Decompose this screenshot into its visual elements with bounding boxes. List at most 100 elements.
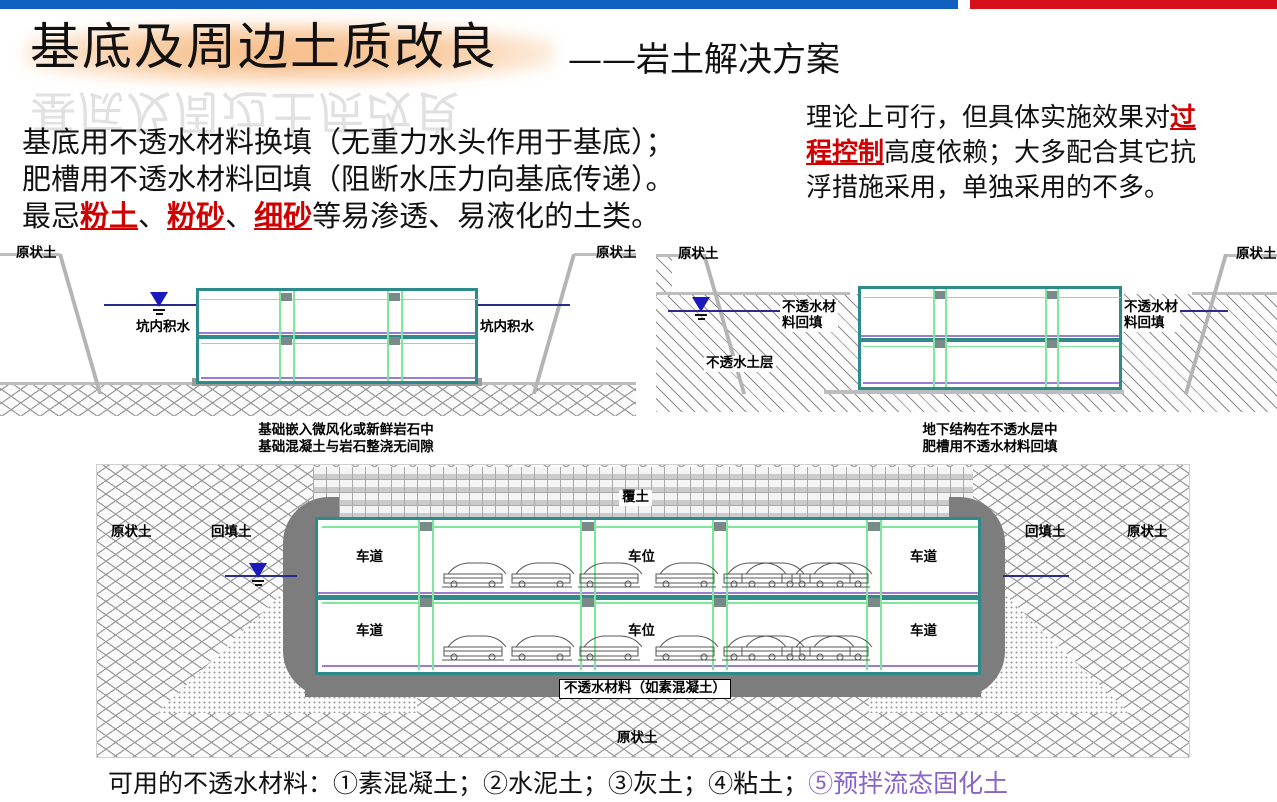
highlight-guo: 过	[1170, 103, 1197, 133]
body-text-left: 基底用不透水材料换填（无重力水头作用于基底）； 肥槽用不透水材料回填（阻断水压力…	[22, 124, 675, 235]
underground-structure-left	[196, 288, 479, 384]
top-bar-red-segment	[970, 0, 1277, 9]
structure-inner-line-mid	[201, 343, 475, 345]
footer-item-3: ③灰土；	[608, 769, 709, 798]
garage-column-cap-6	[582, 598, 594, 607]
body-right-line-2: 程控制高度依赖；大多配合其它抗	[806, 136, 1196, 171]
label-upper-lane-left: 车道	[356, 549, 383, 565]
label-native-soil-bottom: 原状土	[617, 730, 658, 746]
label-backfill-right-line-2: 料回填	[1124, 314, 1165, 331]
label-backfill-right: 回填土	[1025, 524, 1066, 540]
figure-right-impermeable-layer: 原状土 原状土 不透水材 料回填 不透水材 料回填 不透水土层	[656, 242, 1277, 412]
body-left-line-1: 基底用不透水材料换填（无重力水头作用于基底）；	[22, 125, 675, 159]
structure-mid-slab-purple	[861, 335, 1119, 338]
structure-column-line-1	[933, 289, 935, 387]
water-table-triangle-icon	[150, 292, 168, 307]
structure-column-cap-3	[281, 337, 292, 345]
figure-right-caption-line-1: 地下结构在不透水层中	[922, 422, 1058, 438]
figure-right-caption: 地下结构在不透水层中 肥槽用不透水材料回填	[800, 422, 1180, 457]
ground-line-left	[656, 292, 850, 295]
label-backfill-right: 不透水材 料回填	[1122, 299, 1180, 332]
figure-left-caption-line-2: 基础混凝土与岩石整浇无间隙	[258, 439, 434, 456]
label-native-soil-right: 原状土	[596, 245, 637, 261]
structure-column-cap-4	[1047, 340, 1057, 348]
garage-structure: 车道 车位 车道 车道 车位 车道	[315, 517, 981, 675]
garage-column-line-1a	[418, 520, 420, 670]
label-native-soil-right: 原状土	[1236, 246, 1277, 262]
garage-column-cap-2	[582, 522, 594, 531]
structure-column-line-2	[945, 289, 947, 387]
body-right-line1-prefix: 理论上可行，但具体实施效果对	[806, 103, 1171, 133]
water-table-symbol-left	[150, 292, 168, 315]
label-pit-water-right: 坑内积水	[478, 319, 536, 336]
label-upper-stall: 车位	[628, 549, 655, 565]
garage-column-cap-7	[714, 598, 726, 607]
structure-column-line-4	[1057, 289, 1059, 387]
structure-column-cap-1	[935, 291, 945, 299]
garage-mid-slab	[318, 595, 978, 600]
garage-column-line-3a	[712, 520, 714, 670]
figure-right-caption-line-2: 肥槽用不透水材料回填	[922, 439, 1058, 456]
structure-column-cap-1	[281, 293, 292, 301]
excavation-slope-left	[58, 254, 103, 394]
garage-column-line-1b	[432, 520, 434, 670]
label-backfill-left-line-2: 料回填	[782, 314, 823, 331]
impermeable-soil-hatch-edge	[656, 256, 672, 296]
structure-column-line-1	[279, 291, 281, 381]
structure-column-line-3	[1045, 289, 1047, 387]
underground-structure-right	[858, 286, 1122, 390]
label-native-soil-left: 原状土	[678, 246, 719, 262]
water-table-line-2	[155, 313, 163, 315]
structure-column-cap-2	[389, 293, 400, 301]
structure-column-line-2	[293, 291, 295, 381]
label-backfill-left-line-1: 不透水材	[782, 299, 836, 315]
garage-column-line-4a	[866, 520, 868, 670]
body-left-sep-2: 、	[225, 199, 255, 233]
page-subtitle: ——岩土解决方案	[568, 40, 840, 80]
water-level-line-left	[668, 310, 818, 312]
excavation-bottom-line	[824, 390, 1124, 394]
footer-item-4: ④粘土；	[708, 769, 809, 798]
page-title: 基底及周边土质改良	[30, 18, 498, 76]
figure-left-caption-line-1: 基础嵌入微风化或新鲜岩石中	[258, 422, 434, 438]
garage-inner-line-top	[322, 526, 978, 528]
ground-line-right	[1192, 292, 1277, 295]
footer-item-2: ②水泥土；	[483, 769, 609, 798]
label-lower-stall: 车位	[628, 623, 655, 639]
structure-column-cap-3	[935, 340, 945, 348]
structure-bottom-slab-purple	[201, 377, 475, 379]
body-right-line-1: 理论上可行，但具体实施效果对过	[806, 101, 1196, 136]
structure-inner-line-top	[201, 299, 479, 301]
highlight-fensha-tu: 粉土	[80, 199, 139, 233]
water-table-symbol-bottom-left	[249, 563, 267, 586]
garage-column-line-2b	[594, 520, 596, 670]
original-ground-right	[1226, 254, 1277, 257]
garage-column-cap-4	[868, 522, 880, 531]
footer-material-list: 可用的不透水材料：①素混凝土；②水泥土；③灰土；④粘土；⑤预拌流态固化土	[108, 764, 1008, 800]
body-left-line-3: 最忌粉土、粉砂、细砂等易渗透、易液化的土类。	[22, 198, 675, 235]
body-right-line2-suffix: 高度依赖；大多配合其它抗	[884, 138, 1197, 168]
original-ground-left	[0, 253, 60, 256]
original-ground-right	[574, 253, 636, 256]
footer-item-5: ⑤预拌流态固化土	[808, 769, 1009, 798]
water-level-line-right	[438, 304, 570, 306]
structure-mid-slab-purple	[199, 332, 475, 335]
water-table-symbol-left	[692, 297, 710, 320]
structure-inner-line-mid	[863, 346, 1119, 348]
highlight-chengkongzhi: 程控制	[806, 138, 885, 168]
water-table-line-1	[153, 309, 165, 311]
garage-column-cap-3	[714, 522, 726, 531]
water-table-line-2	[254, 584, 262, 586]
top-bar-blue-segment	[0, 0, 958, 9]
car-row-lower-right	[740, 635, 873, 661]
garage-column-line-3b	[726, 520, 728, 670]
label-impermeable-material: 不透水材料（如素混凝土）	[559, 679, 731, 699]
figure-left-caption: 基础嵌入微风化或新鲜岩石中 基础混凝土与岩石整浇无间隙	[156, 422, 536, 457]
body-left-sep-1: 、	[138, 199, 168, 233]
label-cover-soil: 覆土	[619, 489, 652, 506]
label-native-soil-left: 原状土	[16, 245, 57, 261]
water-table-triangle-icon	[249, 563, 267, 578]
water-table-line-1	[252, 580, 264, 582]
footer-intro: 可用的不透水材料：	[108, 769, 334, 798]
